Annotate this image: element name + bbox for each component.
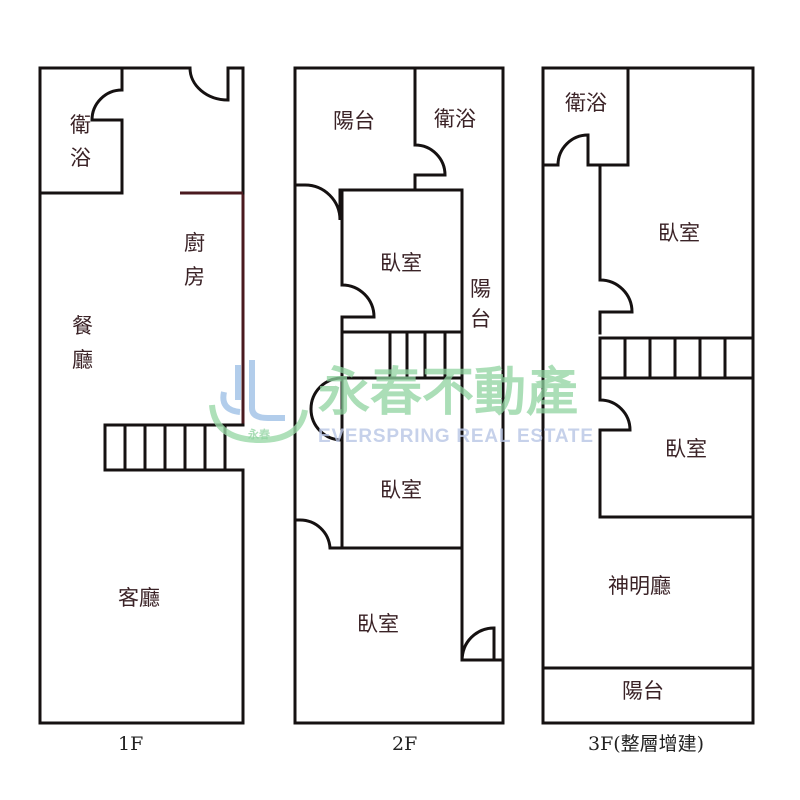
room-label-bath-2: 浴 — [70, 146, 91, 170]
floor-3f: 衛浴 臥室 臥室 神明廳 陽台 3F(整層增建) — [541, 66, 755, 755]
room-label-bedroom-1: 臥室 — [658, 221, 700, 245]
room-label-balcony-side: 陽 — [470, 277, 491, 301]
room-label-kitchen-2: 房 — [184, 265, 205, 289]
floor-1f: 衛 浴 廚 房 餐 廳 客廳 1F — [38, 66, 245, 755]
room-label-shrine: 神明廳 — [608, 574, 671, 598]
stairs-3f — [598, 336, 755, 380]
room-label-dining: 餐 — [72, 314, 93, 338]
room-label-bedroom-2: 臥室 — [380, 478, 422, 502]
watermark-logo-icon: 永春 — [209, 360, 308, 444]
floor-2f: 陽台 衛浴 臥室 陽 台 臥室 臥室 2F — [293, 66, 505, 755]
room-label-kitchen: 廚 — [184, 231, 205, 255]
stairs-1f — [103, 423, 245, 472]
watermark-logo-text: 永春 — [247, 427, 271, 441]
room-label-dining-2: 廳 — [72, 348, 93, 372]
room-label-bath: 衛浴 — [565, 91, 607, 115]
room-label-bath: 衛浴 — [434, 107, 476, 131]
watermark: 永春 永春不動產 EVERSPRING REAL ESTATE — [209, 360, 593, 447]
room-label-bedroom-2: 臥室 — [665, 437, 707, 461]
stairs-2f — [340, 330, 464, 380]
watermark-brand-en: EVERSPRING REAL ESTATE — [318, 426, 593, 447]
floor-label-2f: 2F — [392, 733, 417, 755]
room-label-balcony: 陽台 — [622, 679, 664, 703]
floor-label-3f: 3F(整層增建) — [588, 733, 704, 755]
floor-label-1f: 1F — [118, 733, 143, 755]
room-label-bath: 衛 — [70, 113, 91, 137]
room-label-bedroom-3: 臥室 — [357, 612, 399, 636]
room-label-bedroom-1: 臥室 — [380, 251, 422, 275]
room-label-balcony-side-2: 台 — [470, 307, 491, 331]
room-label-living: 客廳 — [118, 586, 160, 610]
room-label-balcony-top: 陽台 — [333, 109, 375, 133]
watermark-brand-cn: 永春不動產 — [318, 363, 578, 423]
